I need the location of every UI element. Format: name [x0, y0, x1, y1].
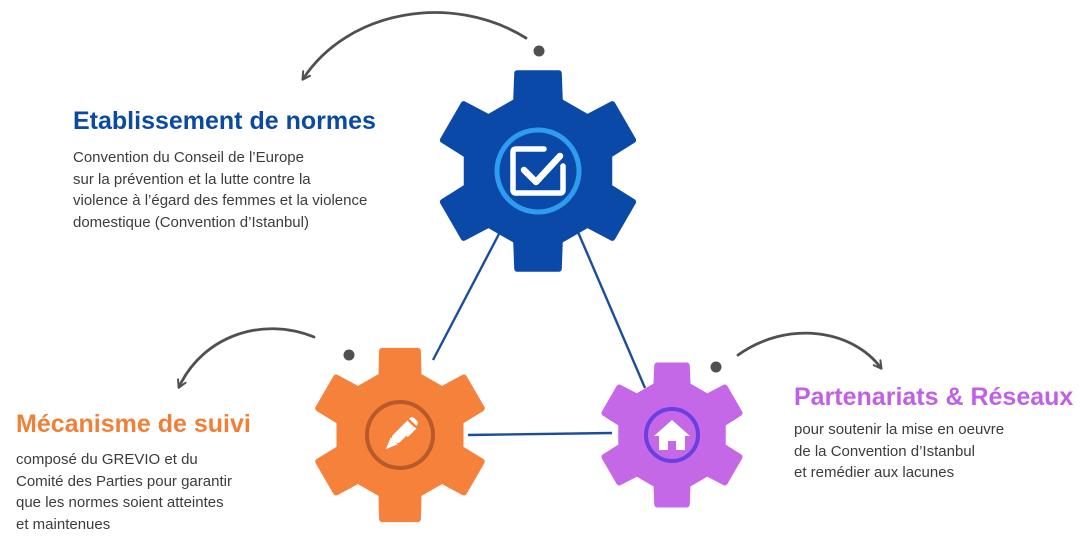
desc-line: domestique (Convention d’Istanbul) — [73, 213, 309, 231]
desc-line: pour soutenir la mise en oeuvre — [794, 421, 1005, 438]
desc-line: de la Convention d’Istanbul — [794, 442, 975, 460]
arrow-left — [179, 327, 316, 387]
block-mecanisme-suivi: Mécanisme de suivi composé du GREVIO et … — [16, 409, 251, 535]
dot-top — [533, 45, 545, 57]
desc-partenariats-reseaux: pour soutenir la mise en oeuvre de la Co… — [794, 419, 1073, 484]
gear-blue — [439, 70, 637, 272]
dot-left — [343, 349, 355, 361]
block-etablissement-normes: Etablissement de normes Convention du Co… — [73, 106, 376, 233]
desc-line: sur la prévention et la lutte contre la — [73, 170, 311, 188]
desc-line: Convention du Conseil de l’Europe — [73, 149, 304, 166]
connector-line-bottom — [467, 431, 613, 437]
desc-line: composé du GREVIO et du — [16, 451, 198, 468]
gear-blue-shape — [439, 70, 637, 272]
arrow-top — [303, 11, 528, 79]
dot-right — [710, 361, 722, 373]
title-etablissement-normes: Etablissement de normes — [73, 107, 376, 135]
arrow-right — [736, 331, 881, 368]
desc-line: et remédier aux lacunes — [794, 464, 955, 481]
desc-mecanisme-suivi: composé du GREVIO et du Comité des Parti… — [16, 449, 251, 535]
home-icon — [644, 407, 700, 463]
connector-triangle — [431, 231, 647, 437]
title-partenariats-reseaux: Partenariats & Réseaux — [794, 383, 1074, 411]
desc-line: violence à l’égard des femmes et la viol… — [73, 192, 368, 209]
pen-icon — [365, 400, 435, 470]
desc-line: que les normes soient atteintes — [16, 494, 224, 511]
connector-line-top-right — [576, 231, 647, 389]
desc-line: et maintenues — [16, 515, 111, 533]
desc-line: Comité des Parties pour garantir — [16, 472, 232, 490]
title-mecanisme-suivi: Mécanisme de suivi — [16, 410, 251, 438]
connector-line-top-left — [431, 231, 502, 361]
block-partenariats-reseaux: Partenariats & Réseaux pour soutenir la … — [794, 382, 1073, 484]
desc-etablissement-normes: Convention du Conseil de l’Europe sur la… — [73, 147, 376, 233]
checkbox-icon — [494, 127, 582, 215]
